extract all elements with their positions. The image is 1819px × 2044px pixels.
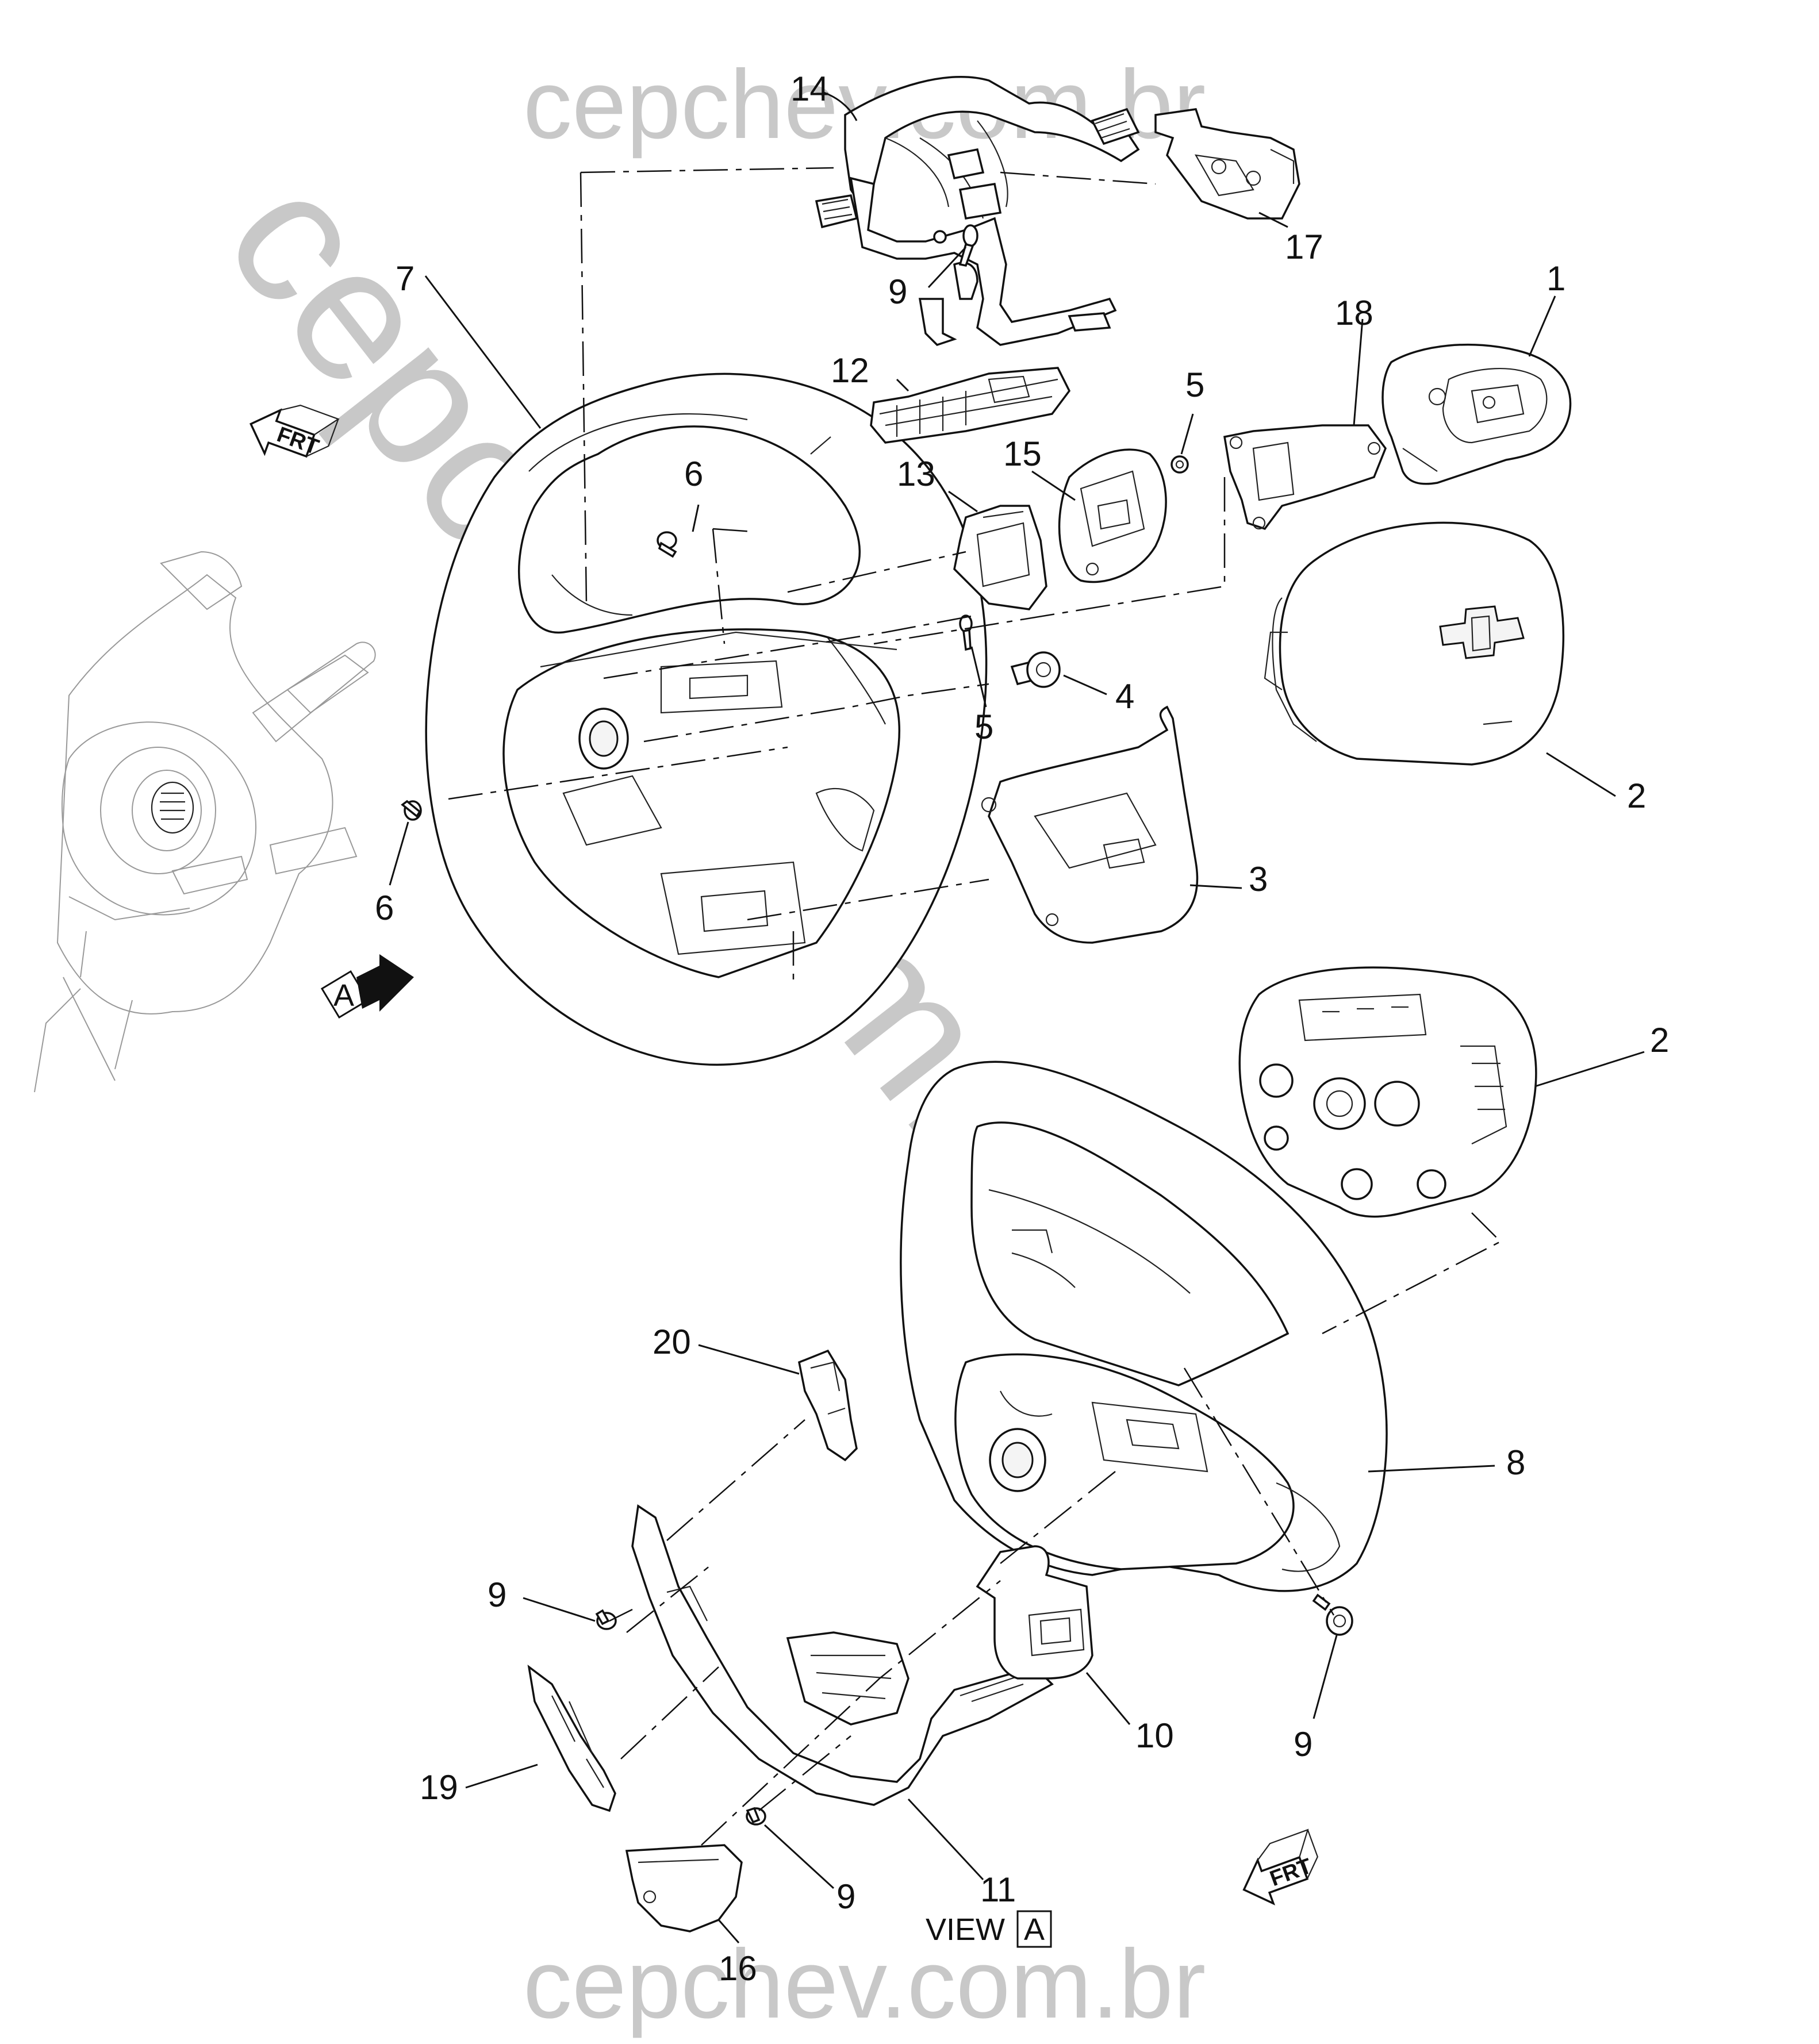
watermark-bottom: cepchev.com.br bbox=[523, 1930, 1206, 2039]
callout-4: 4 bbox=[1115, 677, 1134, 716]
callout-17: 11 bbox=[980, 1870, 1016, 1909]
callout-3: 3 bbox=[1249, 860, 1268, 898]
callout-16: 10 bbox=[1135, 1716, 1174, 1755]
view-a-marker-letter: A bbox=[333, 978, 354, 1013]
front-direction-arrow-bottom: FRT bbox=[1242, 1828, 1319, 1905]
callout-6-left: 6 bbox=[375, 889, 394, 927]
airbag-module-front bbox=[1264, 521, 1565, 766]
lower-panel-18 bbox=[625, 1844, 743, 1932]
screw-9-top bbox=[958, 224, 978, 267]
callout-2-top: 2 bbox=[1627, 777, 1646, 815]
lower-trim-cover-3 bbox=[981, 705, 1199, 944]
callout-2-bottom: 2 bbox=[1650, 1021, 1669, 1059]
view-label: VIEW A bbox=[926, 1910, 1052, 1948]
callout-13: 17 bbox=[1285, 228, 1323, 266]
screw-5-right bbox=[1171, 455, 1189, 474]
side-trim-19 bbox=[527, 1664, 616, 1812]
bracket-14 bbox=[1223, 424, 1387, 531]
screw-6-lower bbox=[401, 800, 422, 821]
callout-labels: 14 9 17 1 18 5 7 12 13 15 6 5 4 2 3 6 2 … bbox=[375, 70, 1669, 1988]
switch-assembly-12 bbox=[1058, 448, 1167, 583]
wiring-harness bbox=[815, 76, 1140, 347]
callout-1: 1 bbox=[1546, 259, 1565, 298]
steering-wheel-rear bbox=[900, 1061, 1388, 1592]
switch-assembly-1 bbox=[1381, 343, 1572, 485]
airbag-module-rear bbox=[1238, 966, 1537, 1218]
view-a-marker: A bbox=[320, 954, 414, 1019]
callout-12: 15 bbox=[1003, 435, 1042, 473]
callout-20: 20 bbox=[653, 1323, 691, 1361]
callout-19: 19 bbox=[420, 1768, 458, 1807]
control-module bbox=[870, 367, 1071, 444]
callout-10: 12 bbox=[831, 351, 869, 390]
callout-7-bottom: 8 bbox=[1506, 1443, 1525, 1482]
callout-6-top: 6 bbox=[684, 455, 703, 493]
view-label-box bbox=[1016, 1910, 1052, 1948]
view-label-text: VIEW bbox=[926, 1912, 1005, 1947]
switch-assembly-11 bbox=[953, 505, 1047, 610]
callout-leaders bbox=[389, 91, 1645, 1943]
steering-wheel-front bbox=[425, 372, 988, 1066]
callout-5-middle: 5 bbox=[974, 708, 993, 746]
screw-5-middle bbox=[959, 614, 973, 651]
assembly-guide-lines bbox=[448, 167, 1502, 1846]
switch-assembly-16 bbox=[976, 1545, 1093, 1680]
callout-9-top: 9 bbox=[888, 272, 907, 311]
callout-9-left: 9 bbox=[488, 1576, 506, 1614]
callout-15: 9 bbox=[1294, 1725, 1313, 1763]
lower-cover-17 bbox=[631, 1504, 1054, 1806]
callout-11: 13 bbox=[897, 455, 935, 493]
bolt-4 bbox=[1010, 651, 1061, 688]
screw-9-bottom bbox=[746, 1807, 766, 1826]
screw-6-upper bbox=[657, 531, 677, 558]
callout-8: 14 bbox=[790, 70, 829, 108]
callout-5-right: 5 bbox=[1185, 366, 1204, 404]
bracket-20 bbox=[797, 1349, 858, 1462]
callout-9-bottom: 9 bbox=[836, 1877, 855, 1916]
callout-7-top: 7 bbox=[396, 259, 415, 298]
callout-14: 18 bbox=[1335, 294, 1373, 332]
steering-column-ghost bbox=[34, 551, 376, 1093]
switch-bezel-13 bbox=[1154, 108, 1300, 220]
view-label-letter: A bbox=[1024, 1912, 1045, 1947]
screw-9-left bbox=[595, 1609, 617, 1630]
callout-18: 16 bbox=[719, 1949, 757, 1988]
